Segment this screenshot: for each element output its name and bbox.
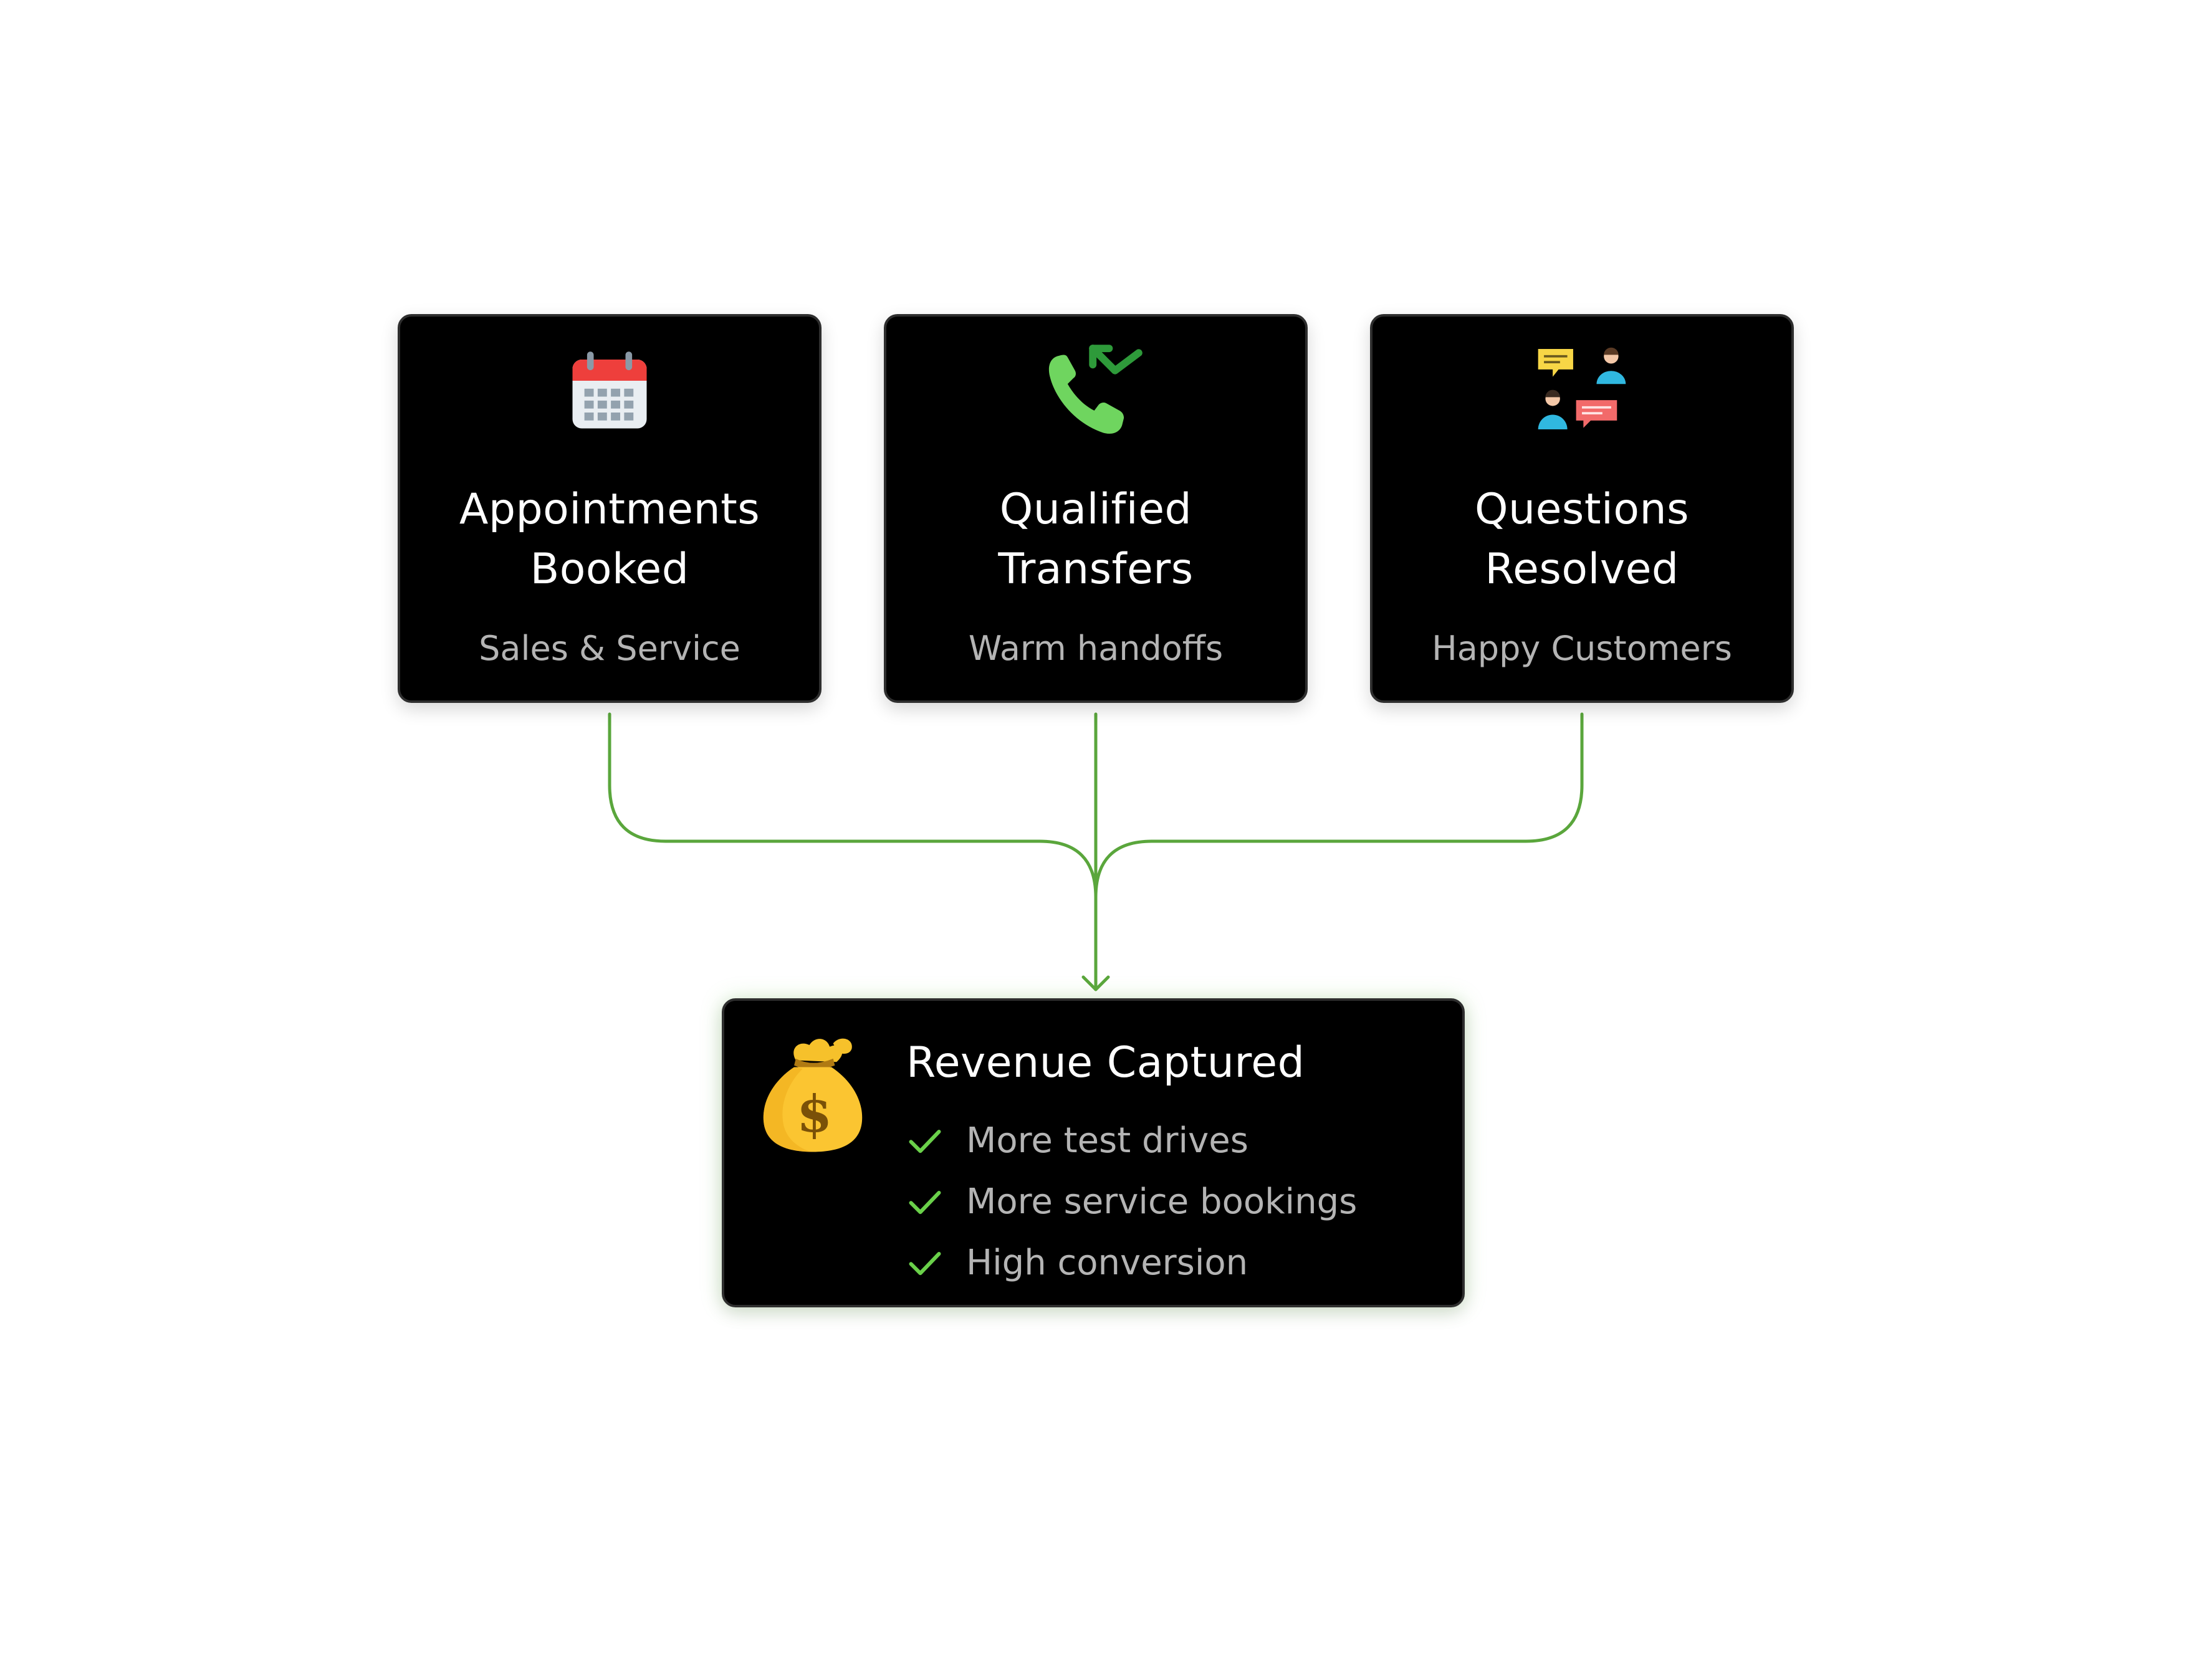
money-bag-icon: $ [763,1038,863,1152]
benefit-list: More test drives More service bookings H… [906,1110,1357,1294]
card-title-line2: Transfers [998,545,1194,594]
card-title-line1: Appointments [459,485,760,534]
people-chat-icon [1538,347,1626,429]
card-appointments-booked: Appointments Booked Sales & Service [398,314,822,703]
check-icon [909,1130,941,1153]
card-icon-wrap [886,341,1305,441]
benefit-text: High conversion [966,1243,1248,1283]
benefit-item: High conversion [906,1233,1357,1294]
card-title: Appointments Booked [400,480,819,599]
svg-text:$: $ [797,1084,832,1144]
benefit-text: More test drives [966,1120,1248,1161]
benefit-text: More service bookings [966,1181,1358,1222]
calendar-icon [572,351,647,429]
benefit-item: More test drives [906,1110,1357,1172]
card-icon-wrap [400,341,819,441]
card-title-line2: Booked [530,545,689,594]
benefit-item: More service bookings [906,1172,1357,1233]
card-icon-wrap [1373,341,1791,441]
phone-transfer-icon [1048,345,1143,434]
card-subtitle: Happy Customers [1432,629,1732,668]
card-revenue-captured: $ Revenue Captured More test drives More… [722,998,1465,1307]
card-title-line1: Qualified [999,485,1192,534]
card-subtitle: Sales & Service [479,629,740,668]
card-title: Questions Resolved [1373,480,1791,599]
connector-arrowhead [1081,975,1110,991]
check-icon [909,1252,941,1276]
card-questions-resolved: Questions Resolved Happy Customers [1370,314,1794,703]
card-subtitle: Warm handoffs [968,629,1224,668]
outcome-title: Revenue Captured [906,1038,1305,1087]
card-title: Qualified Transfers [886,480,1305,599]
card-title-line1: Questions [1474,485,1690,534]
card-title-line2: Resolved [1485,545,1679,594]
check-icon [909,1191,941,1215]
card-qualified-transfers: Qualified Transfers Warm handoffs [884,314,1308,703]
connector-right [1094,712,1584,899]
connector-left [608,712,1098,899]
